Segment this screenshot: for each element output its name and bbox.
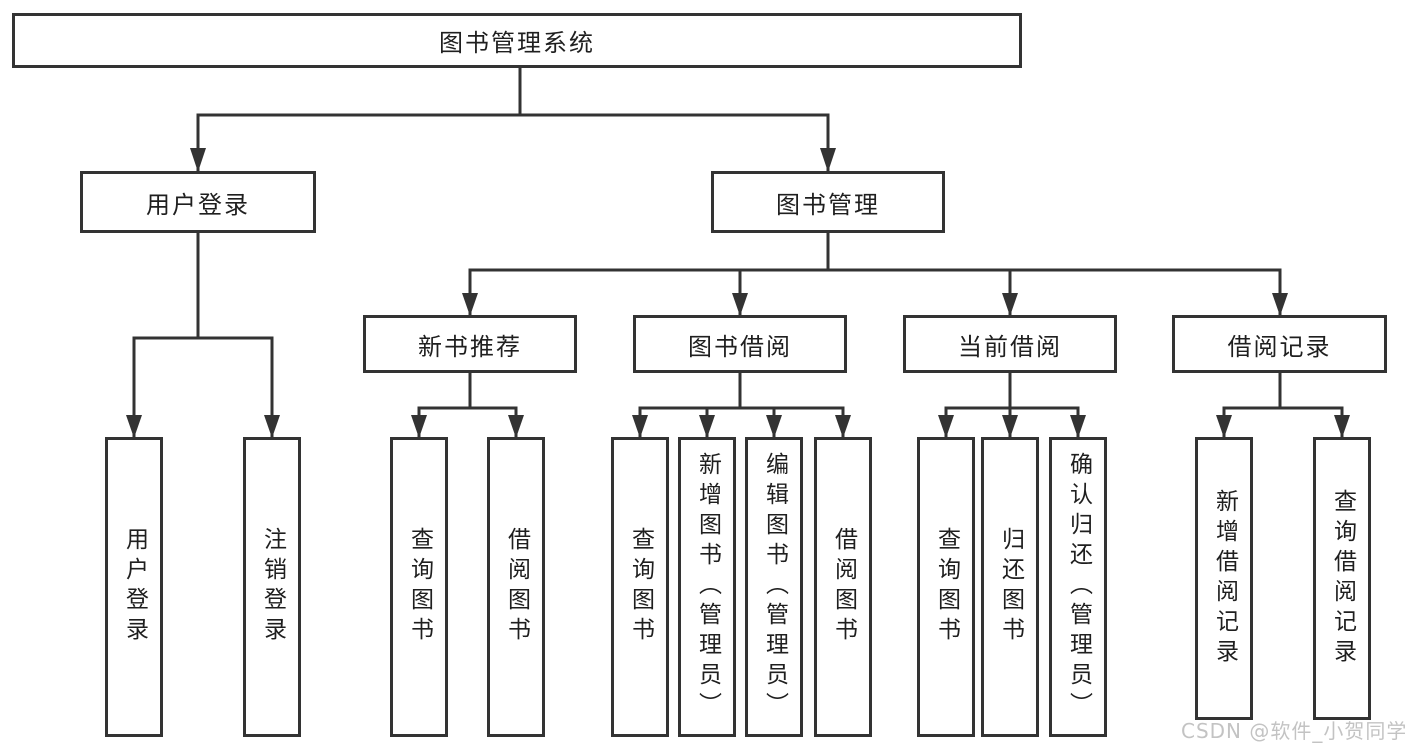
node-current-borrowing: 当前借阅 xyxy=(903,315,1117,373)
node-br-query-record: 查询借阅记录 xyxy=(1313,437,1371,720)
node-new-book-recommendation: 新书推荐 xyxy=(363,315,577,373)
node-user-login: 用户登录 xyxy=(80,171,316,233)
node-cb-confirm-return-admin: 确认归还（管理员） xyxy=(1049,437,1107,737)
node-rec-query-books: 查询图书 xyxy=(390,437,448,737)
node-br-add-record: 新增借阅记录 xyxy=(1195,437,1253,720)
node-bb-add-books-admin: 新增图书（管理员） xyxy=(678,437,736,737)
node-book-management: 图书管理 xyxy=(711,171,945,233)
watermark: CSDN @软件_小贺同学 xyxy=(1181,719,1405,743)
node-library-management-system: 图书管理系统 xyxy=(12,13,1022,68)
node-borrowing-records: 借阅记录 xyxy=(1172,315,1387,373)
node-bb-edit-books-admin: 编辑图书（管理员） xyxy=(745,437,803,737)
node-cb-query-books: 查询图书 xyxy=(917,437,975,737)
node-user-login-leaf: 用户登录 xyxy=(105,437,163,737)
arrowheads xyxy=(126,148,1350,438)
node-book-borrowing: 图书借阅 xyxy=(633,315,847,373)
node-bb-query-books: 查询图书 xyxy=(611,437,669,737)
node-cb-return-books: 归还图书 xyxy=(981,437,1039,737)
node-bb-borrow-books: 借阅图书 xyxy=(814,437,872,737)
node-logout: 注销登录 xyxy=(243,437,301,737)
node-rec-borrow-books: 借阅图书 xyxy=(487,437,545,737)
